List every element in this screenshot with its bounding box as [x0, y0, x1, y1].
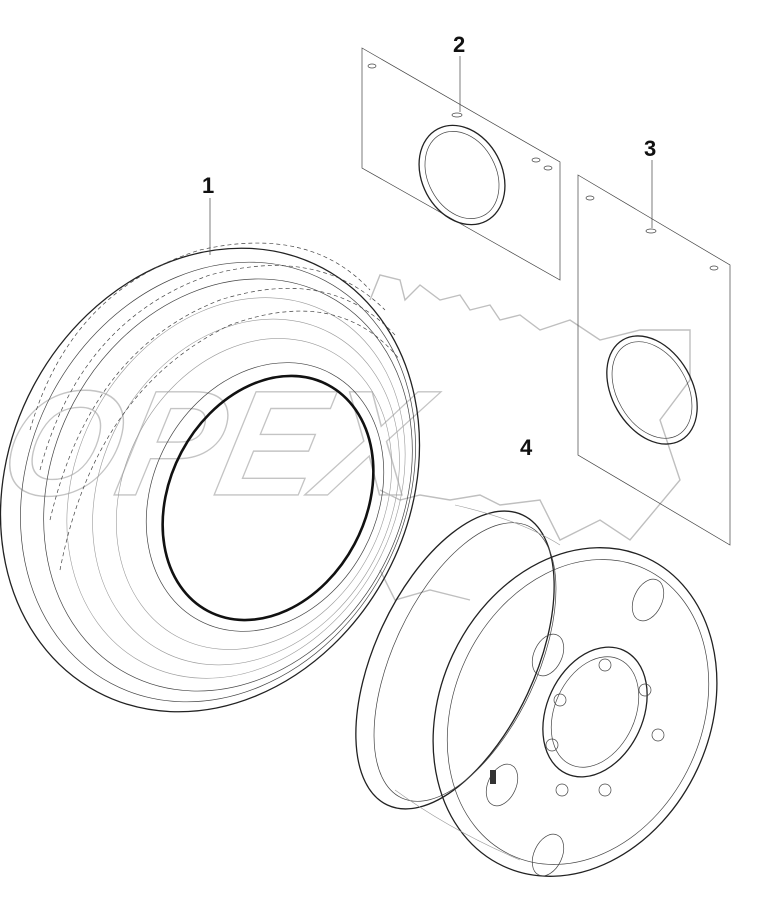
callout-label-2: 2 — [453, 32, 465, 57]
callout-label-1: 1 — [202, 173, 214, 198]
callout-label-4: 4 — [520, 435, 533, 460]
flap-plate-icon[interactable] — [577, 174, 731, 546]
opex-watermark: OPEX — [0, 274, 691, 601]
flap-plate-icon[interactable] — [361, 47, 561, 281]
wheel-rim-icon[interactable] — [315, 481, 769, 910]
callout-label-3: 3 — [644, 136, 656, 161]
tire-icon[interactable] — [0, 174, 499, 786]
